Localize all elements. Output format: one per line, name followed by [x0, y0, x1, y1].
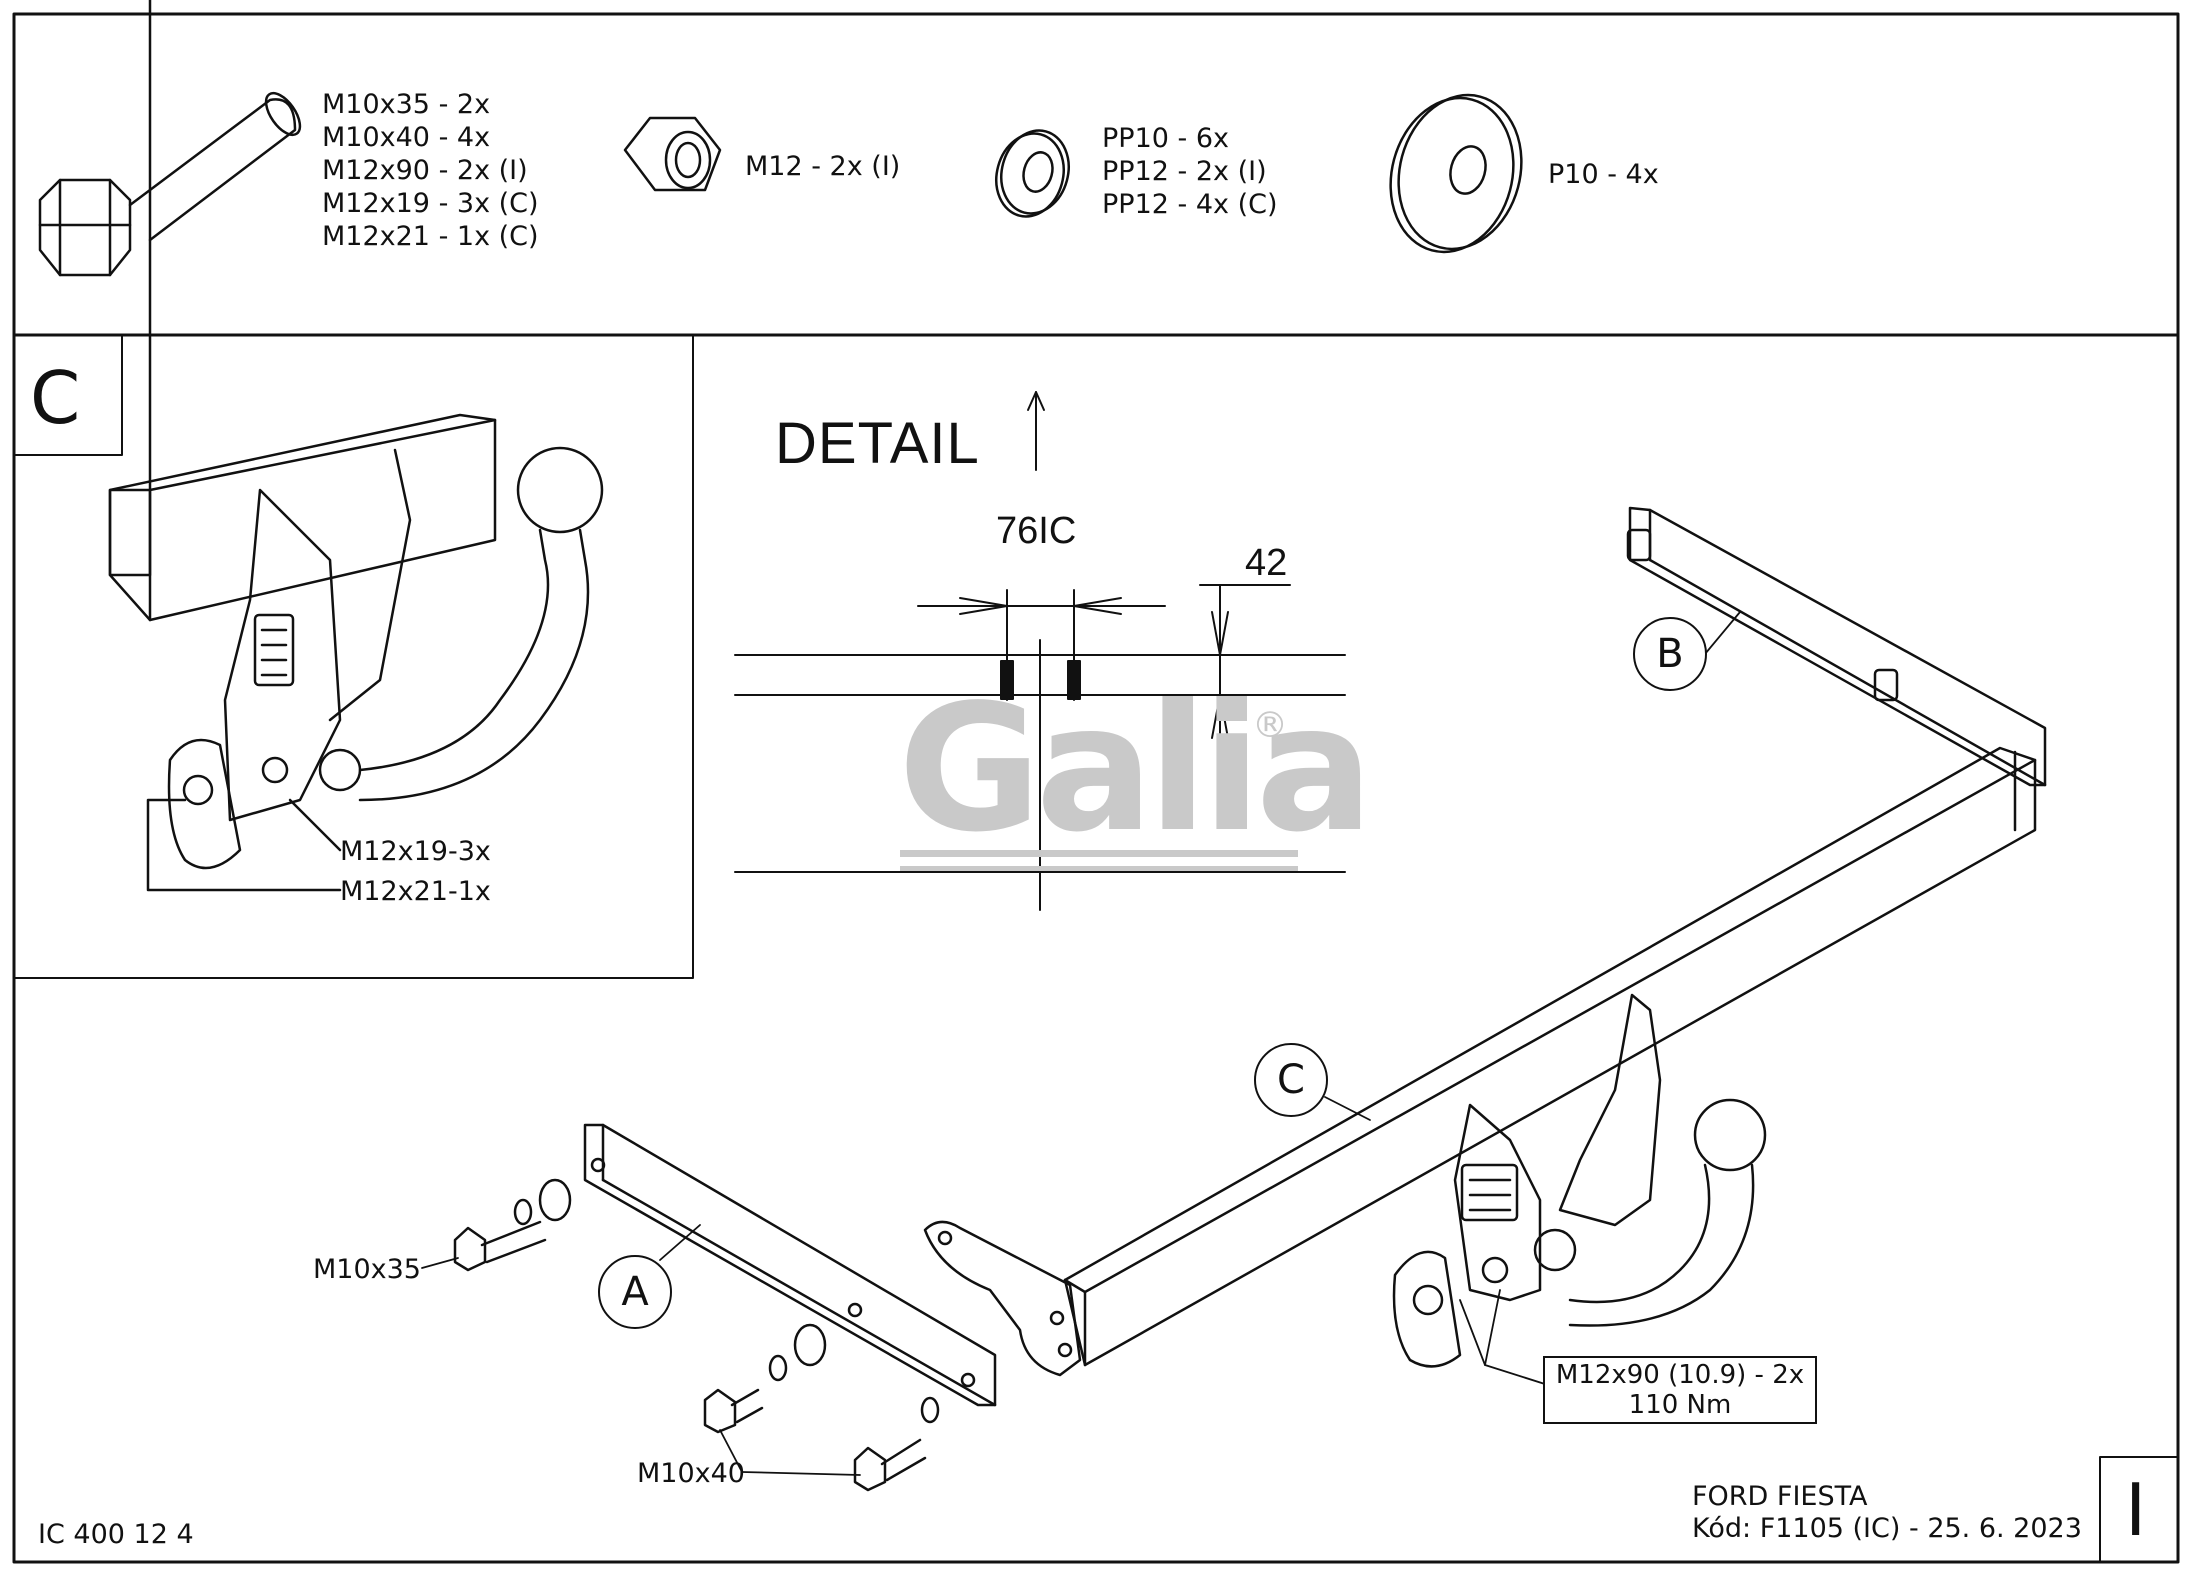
main-towbar-illustration: [421, 506, 2047, 1492]
inset-frame: [13, 334, 694, 979]
brand-logo: Galia: [898, 668, 1374, 871]
detail-dimension-width: 76IC: [996, 510, 1077, 552]
spring-washer-spec: PP10 - 6x: [1102, 123, 1229, 154]
inset-towbar-illustration: [108, 0, 604, 892]
sheet-number: I: [2125, 1468, 2147, 1552]
sheet-box: [2099, 1456, 2179, 1563]
bolt-icon: [38, 91, 302, 277]
flat-washer-icon: [1389, 93, 1523, 254]
inset-badge-box: [13, 334, 123, 456]
torque-spec-value: 110 Nm: [1628, 1390, 1732, 1420]
bolt-spec: M12x21 - 1x (C): [322, 221, 539, 252]
spring-washer-icon: [995, 129, 1070, 218]
detail-diagram: [734, 391, 1346, 911]
outer-frame: [12, 12, 2180, 1564]
registered-mark: ®: [1252, 705, 1288, 746]
bolt-spec-list: M10x35 - 2x M10x40 - 4x M12x90 - 2x (I) …: [322, 88, 539, 253]
inset-badge: C: [30, 356, 81, 440]
flat-washer-spec: P10 - 4x: [1548, 159, 1659, 190]
bolt-spec: M10x35 - 2x: [322, 89, 491, 120]
bolt-spec: M12x90 - 2x (I): [322, 155, 528, 186]
nut-spec-list: M12 - 2x (I): [745, 150, 900, 183]
torque-spec-bolt: M12x90 (10.9) - 2x: [1555, 1360, 1805, 1390]
flat-washer-spec-list: P10 - 4x: [1548, 158, 1659, 191]
part-label-c: C: [1254, 1043, 1328, 1117]
spring-washer-spec-list: PP10 - 6x PP12 - 2x (I) PP12 - 4x (C): [1102, 122, 1278, 221]
nut-spec: M12 - 2x (I): [745, 151, 901, 182]
bolt-spec: M12x19 - 3x (C): [322, 188, 539, 219]
torque-spec-box: M12x90 (10.9) - 2x 110 Nm: [1543, 1356, 1817, 1424]
detail-dimension-height: 42: [1245, 542, 1288, 584]
spring-washer-spec: PP12 - 2x (I): [1102, 156, 1267, 187]
bolt-label-m10x40: M10x40: [637, 1458, 745, 1489]
nut-icon: [623, 116, 722, 192]
detail-title: DETAIL: [775, 411, 980, 476]
part-label-b: B: [1633, 617, 1707, 691]
bolt-spec: M10x40 - 4x: [322, 122, 491, 153]
bolt-label-m10x35: M10x35: [313, 1254, 421, 1285]
inset-callout-m12x21: M12x21-1x: [340, 876, 491, 907]
spring-washer-spec: PP12 - 4x (C): [1102, 189, 1278, 220]
part-label-a: A: [598, 1255, 672, 1329]
code-and-date: Kód: F1105 (IC) - 25. 6. 2023: [1692, 1513, 2082, 1544]
inset-callout-m12x19: M12x19-3x: [340, 836, 491, 867]
document-code: IC 400 12 4: [38, 1519, 194, 1550]
vehicle-model: FORD FIESTA: [1692, 1481, 1868, 1512]
